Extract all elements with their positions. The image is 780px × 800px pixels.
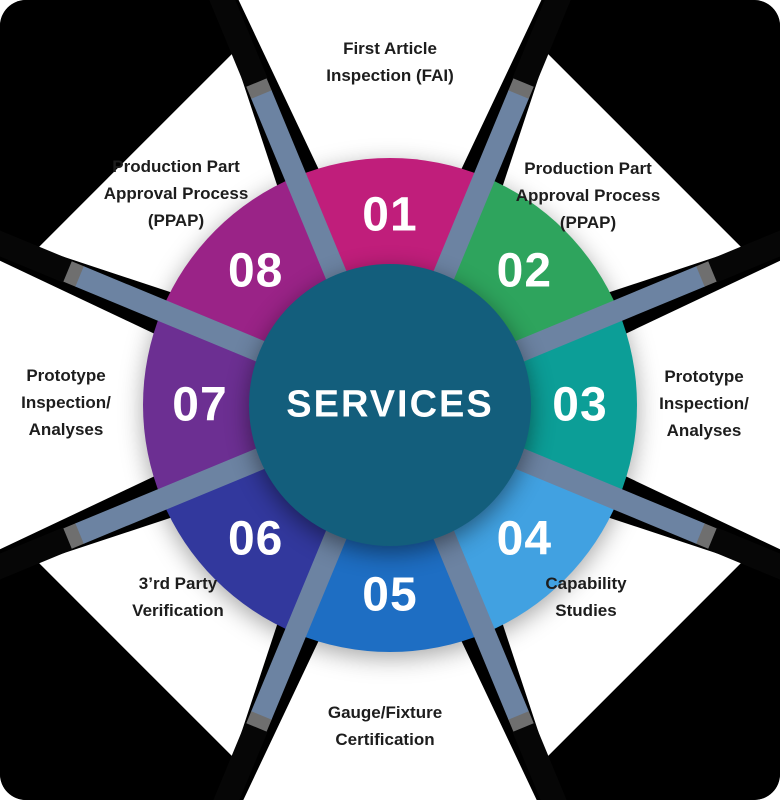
spoke-chip — [695, 523, 717, 549]
spoke-chip — [63, 523, 85, 549]
spoke-body — [251, 516, 353, 720]
spoke-tail — [706, 527, 780, 594]
spoke-tail — [201, 0, 268, 89]
spoke — [501, 216, 780, 368]
spoke-chip — [246, 710, 272, 732]
spoke-body — [427, 90, 529, 294]
spoke — [427, 516, 579, 800]
spoke-tail — [706, 216, 780, 283]
spoke — [0, 216, 279, 368]
spoke-body — [75, 442, 279, 544]
spoke — [201, 516, 353, 800]
spoke-chip — [63, 261, 85, 287]
spoke — [0, 442, 279, 594]
spoke — [501, 442, 780, 594]
spoke-tail — [0, 216, 74, 283]
spoke-body — [251, 90, 353, 294]
center-hub-circle — [249, 264, 531, 546]
spoke-body — [75, 266, 279, 368]
spoke-tail — [512, 721, 579, 800]
spoke-tail — [0, 527, 74, 594]
spoke-body — [427, 516, 529, 720]
spoke-chip — [508, 710, 534, 732]
spoke-chip — [246, 78, 272, 100]
spoke-tail — [201, 721, 268, 800]
spoke-tail — [512, 0, 579, 89]
spoke — [201, 0, 353, 294]
spoke-chip — [508, 78, 534, 100]
spoke-body — [501, 266, 705, 368]
spoke-chip — [695, 261, 717, 287]
spoke — [427, 0, 579, 294]
spoke-body — [501, 442, 705, 544]
